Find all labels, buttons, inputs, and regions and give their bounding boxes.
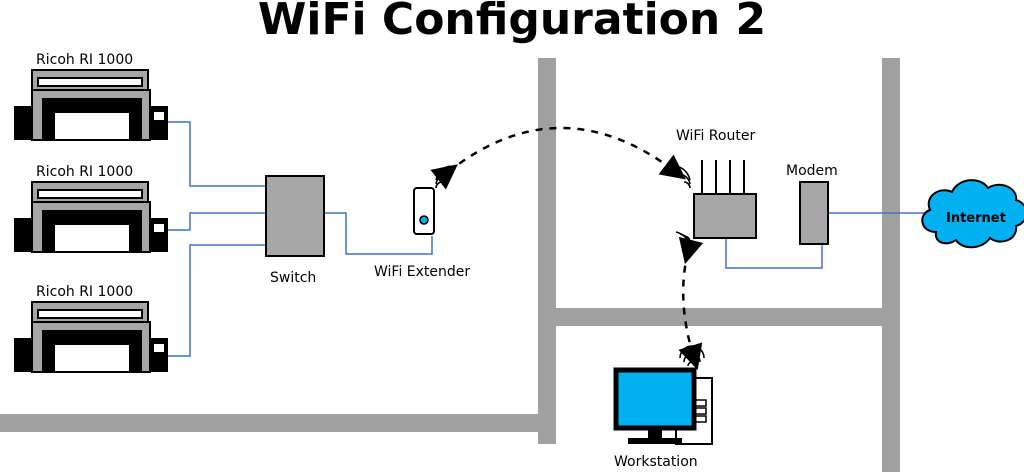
printer-3-label: Ricoh RI 1000 xyxy=(36,284,134,300)
diagram-title: WiFi Configuration 2 xyxy=(257,0,767,45)
workstation-icon xyxy=(613,345,713,445)
cable-switch-extender xyxy=(324,212,433,255)
building-walls xyxy=(0,58,900,472)
wifi-signal-icon xyxy=(675,165,691,251)
printer-1-label: Ricoh RI 1000 xyxy=(36,52,134,68)
modem-label: Modem xyxy=(786,163,838,179)
wifi-extender-label: WiFi Extender xyxy=(374,264,471,280)
wireless-link-extender-router xyxy=(430,126,686,190)
internet-label: Internet xyxy=(946,211,1006,226)
wall-left-vertical xyxy=(538,58,556,444)
printer-2-label: Ricoh RI 1000 xyxy=(36,164,134,180)
printer-3 xyxy=(14,301,168,373)
wall-middle-horizontal xyxy=(556,308,882,326)
wifi-router-icon xyxy=(675,160,757,251)
printer-icon xyxy=(14,301,168,373)
network-cables xyxy=(168,121,930,357)
printer-2 xyxy=(14,181,168,253)
printer-icon xyxy=(14,181,168,253)
switch-icon xyxy=(265,175,325,257)
cable-printer3-switch xyxy=(168,244,266,357)
cable-printer2-switch xyxy=(168,212,266,231)
wall-right-vertical xyxy=(882,58,900,472)
switch-label: Switch xyxy=(270,270,317,286)
cloud-icon xyxy=(921,179,1024,249)
wireless-link-router-workstation xyxy=(678,236,704,370)
wifi-extender-icon xyxy=(413,165,451,235)
cable-router-modem xyxy=(725,238,823,269)
workstation-label: Workstation xyxy=(614,454,698,470)
printer-icon xyxy=(14,69,168,141)
wifi-signal-icon xyxy=(435,165,451,189)
wifi-router-label: WiFi Router xyxy=(676,128,756,144)
wall-bottom-horizontal xyxy=(0,414,540,432)
modem-icon xyxy=(799,181,829,245)
printer-1 xyxy=(14,69,168,141)
cable-printer1-switch xyxy=(168,121,266,187)
